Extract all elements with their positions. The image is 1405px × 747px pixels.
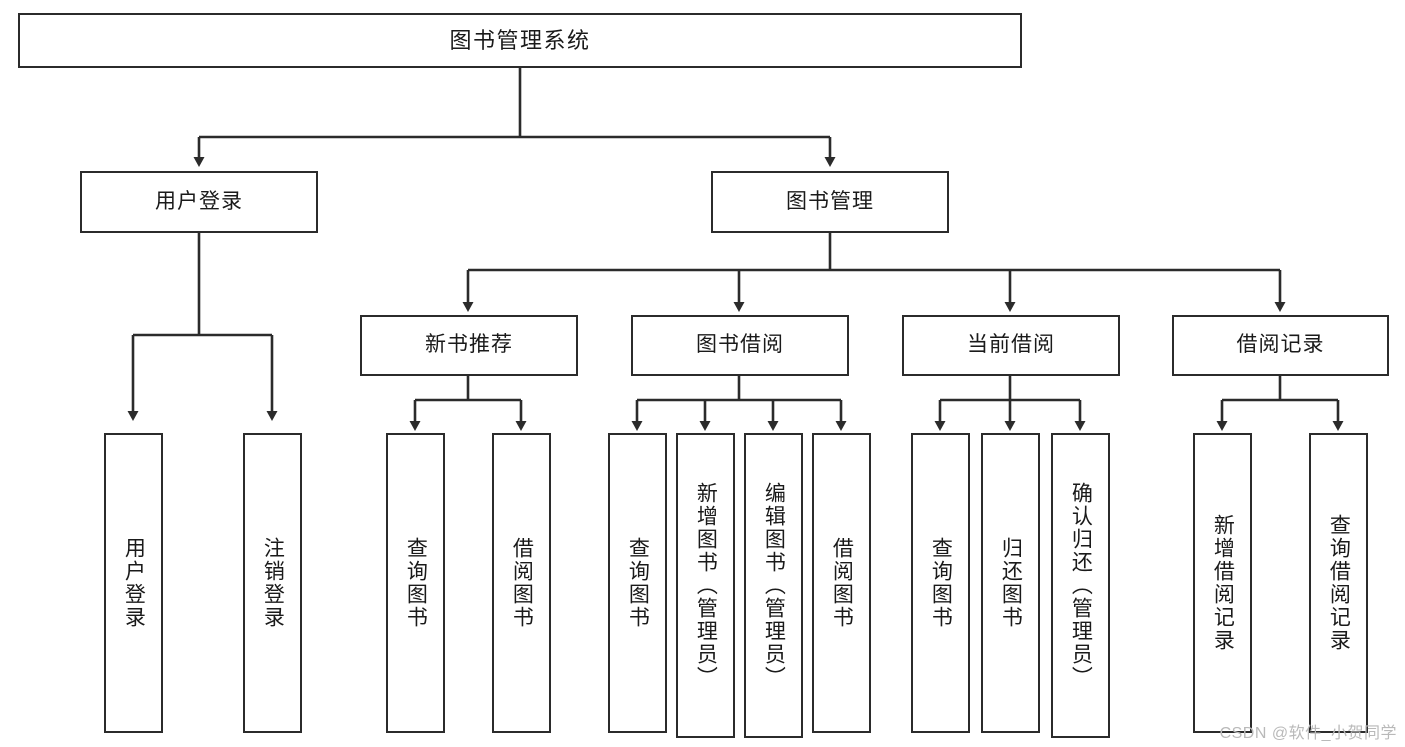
leaf-add-borrow-record[interactable]: 新增借阅记录 [1193,433,1252,733]
node-root-label: 图书管理系统 [449,27,591,53]
leaf-borrow-book-label: 借阅图书 [830,537,854,629]
node-user-login-label: 用户登录 [155,189,243,213]
node-book-management[interactable]: 图书管理 [711,171,949,233]
leaf-logout-label: 注销登录 [261,537,285,629]
leaf-add-book-admin[interactable]: 新增图书（管理员） [676,433,735,738]
node-root-book-management-system[interactable]: 图书管理系统 [18,13,1022,68]
leaf-borrow-book-new[interactable]: 借阅图书 [492,433,551,733]
leaf-confirm-return-admin[interactable]: 确认归还（管理员） [1051,433,1110,738]
leaf-confirm-return-admin-label: 确认归还（管理员） [1069,482,1093,689]
node-current-borrow-label: 当前借阅 [967,333,1055,357]
node-user-login[interactable]: 用户登录 [80,171,318,233]
node-book-borrow[interactable]: 图书借阅 [631,315,849,376]
leaf-query-book-current[interactable]: 查询图书 [911,433,970,733]
node-borrow-record[interactable]: 借阅记录 [1172,315,1389,376]
leaf-borrow-book[interactable]: 借阅图书 [812,433,871,733]
leaf-query-book-current-label: 查询图书 [929,537,953,629]
leaf-return-book-label: 归还图书 [999,537,1023,629]
leaf-edit-book-admin[interactable]: 编辑图书（管理员） [744,433,803,738]
leaf-query-borrow-record[interactable]: 查询借阅记录 [1309,433,1368,733]
leaf-return-book[interactable]: 归还图书 [981,433,1040,733]
leaf-user-login-label: 用户登录 [122,537,146,629]
leaf-query-book-borrow[interactable]: 查询图书 [608,433,667,733]
leaf-query-book-new[interactable]: 查询图书 [386,433,445,733]
node-new-book-recommend-label: 新书推荐 [425,333,513,357]
node-new-book-recommend[interactable]: 新书推荐 [360,315,578,376]
leaf-borrow-book-new-label: 借阅图书 [510,537,534,629]
leaf-query-book-borrow-label: 查询图书 [626,537,650,629]
leaf-user-login[interactable]: 用户登录 [104,433,163,733]
node-current-borrow[interactable]: 当前借阅 [902,315,1120,376]
leaf-query-book-new-label: 查询图书 [404,537,428,629]
leaf-logout[interactable]: 注销登录 [243,433,302,733]
leaf-add-book-admin-label: 新增图书（管理员） [694,482,718,689]
leaf-query-borrow-record-label: 查询借阅记录 [1327,514,1351,652]
leaf-edit-book-admin-label: 编辑图书（管理员） [762,482,786,689]
csdn-watermark: CSDN @软件_小贺同学 [1219,725,1397,742]
node-borrow-record-label: 借阅记录 [1236,333,1325,357]
leaf-add-borrow-record-label: 新增借阅记录 [1211,514,1235,652]
node-book-management-label: 图书管理 [786,189,874,213]
node-book-borrow-label: 图书借阅 [696,333,784,357]
